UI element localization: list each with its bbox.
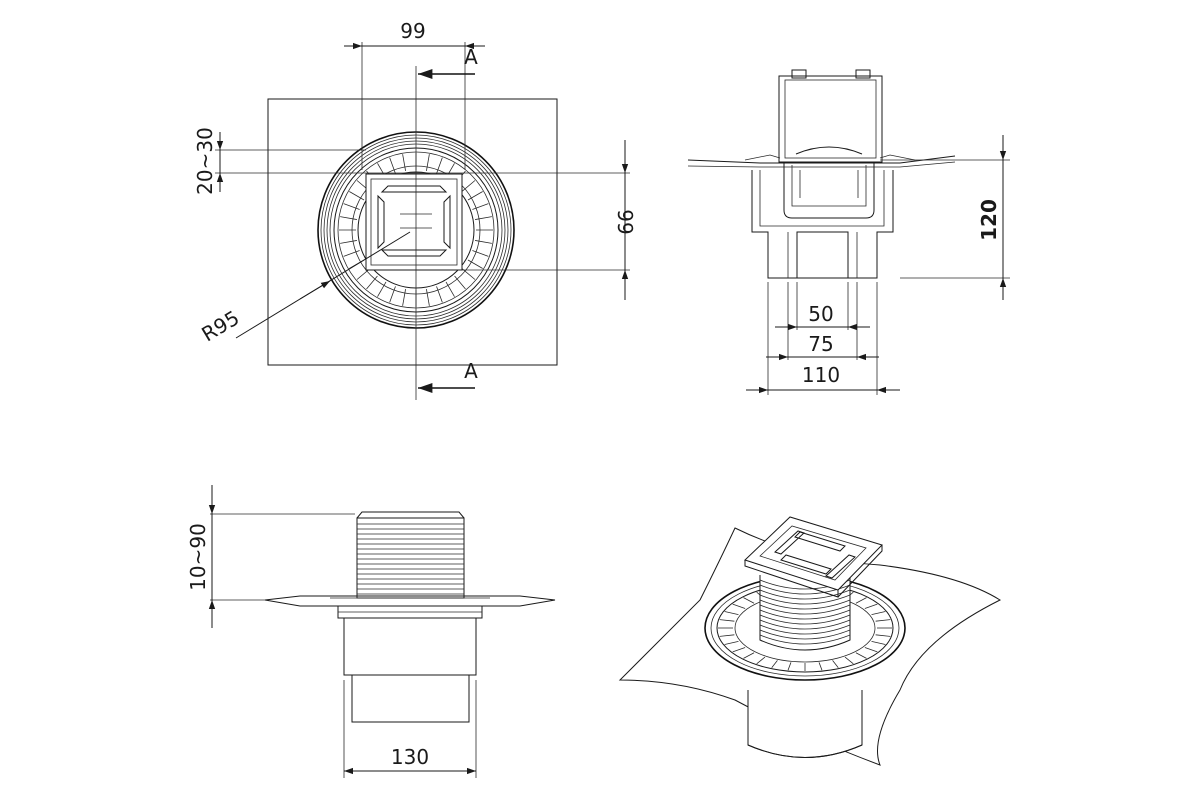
grate-slots-iso xyxy=(774,530,856,579)
membrane-sheet xyxy=(687,155,956,164)
outlet-iso xyxy=(747,690,863,758)
extension-threaded xyxy=(356,517,465,599)
outlet-front xyxy=(351,674,470,723)
dim-range-10-90: 10~90 xyxy=(186,523,210,591)
dim-height-99: 99 xyxy=(613,209,637,234)
dim-inner-50: 50 xyxy=(808,302,833,326)
grate-outline xyxy=(365,173,463,271)
extension-box xyxy=(778,75,883,163)
side-section-view: 50 75 110 120 xyxy=(687,69,1010,395)
dim-radius-r95: R95 xyxy=(197,306,243,347)
trap-cup xyxy=(783,162,875,219)
dim-height-120: 120 xyxy=(977,199,1001,241)
isometric-view xyxy=(618,516,1002,766)
membrane-outline xyxy=(267,98,558,366)
front-view: 10~90 130 xyxy=(186,485,556,778)
dim-base-130: 130 xyxy=(391,745,429,769)
dim-mid-75: 75 xyxy=(808,332,833,356)
outlet-pipe xyxy=(796,231,849,279)
grate-inner xyxy=(370,178,458,266)
drain-body xyxy=(751,170,894,279)
section-mark-top: A xyxy=(464,45,478,69)
membrane-sheet-front xyxy=(264,595,556,607)
top-view: 99 A A 20~30 99 R95 xyxy=(193,19,637,400)
dim-width-99: 99 xyxy=(400,19,425,43)
extension-grooves xyxy=(357,523,464,595)
body-front xyxy=(343,618,477,676)
dim-range-20-30: 20~30 xyxy=(193,127,217,195)
section-mark-bottom: A xyxy=(464,359,478,383)
dim-outer-110: 110 xyxy=(802,363,840,387)
